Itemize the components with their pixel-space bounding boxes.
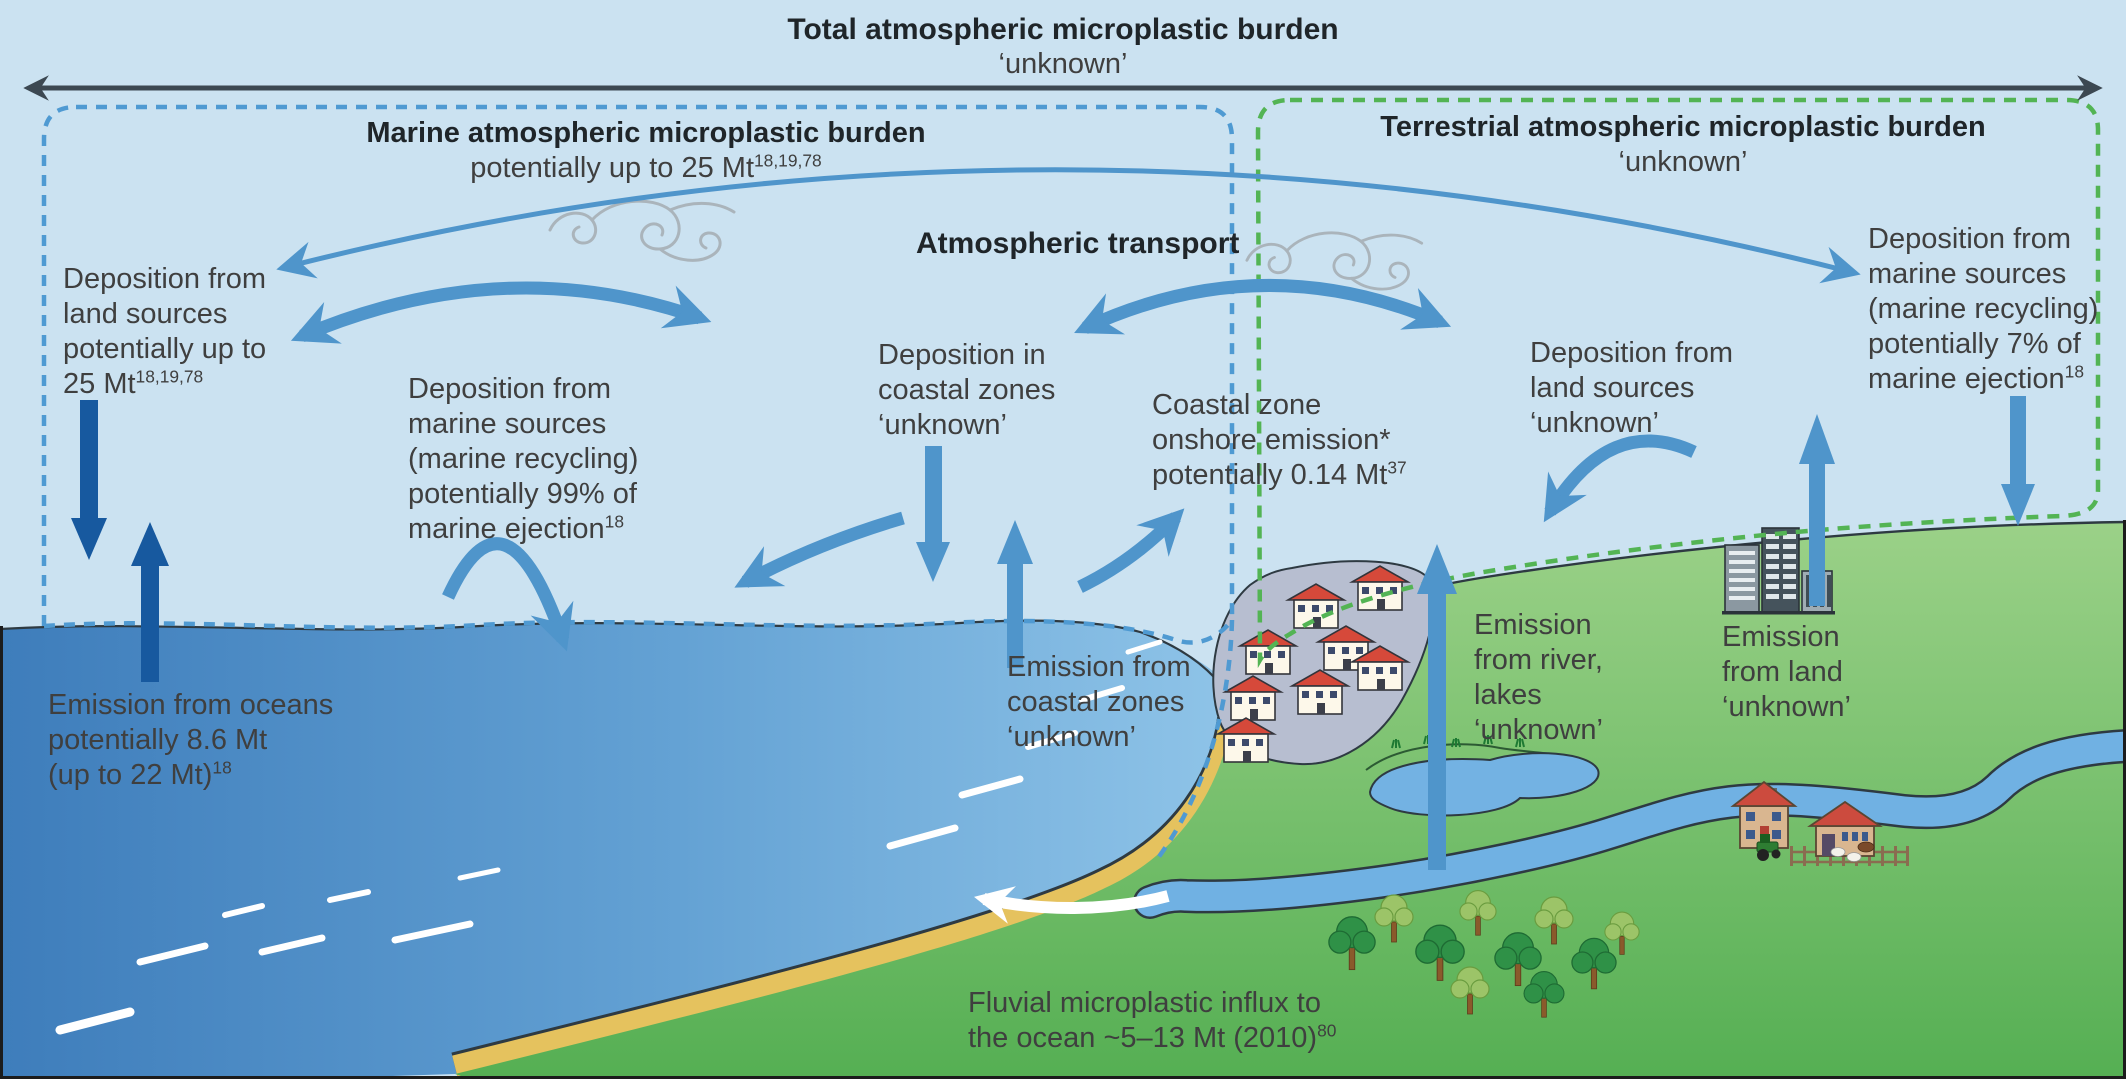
fluvial-influx-arrow xyxy=(974,886,1170,924)
marine-transport-arc-arrow xyxy=(290,281,712,344)
title-line: Total atmospheric microplastic burden xyxy=(787,13,1339,46)
marine-recycling-arc-arrow xyxy=(442,537,574,652)
deposition-land-terrestrial-label: Deposition from land sources ‘unknown’ xyxy=(1530,337,1734,439)
land-emission-arrow xyxy=(1799,414,1835,606)
marine-burden-ref: 18,19,78 xyxy=(754,150,822,171)
onshore-emission-arc-arrow xyxy=(1077,508,1185,593)
wave-streaks-icon xyxy=(55,639,1163,1035)
marine-burden-header: Marine atmospheric microplastic burden p… xyxy=(366,116,925,186)
emission-land-label: Emission from land ‘unknown’ xyxy=(1722,621,1851,723)
lake-icon xyxy=(1365,735,1600,817)
deposition-marine-7-label: Deposition from marine sources (marine r… xyxy=(1868,223,2099,395)
tractor-icon xyxy=(1756,834,1781,861)
atmospheric-transport-arrow xyxy=(276,167,1861,284)
river xyxy=(1133,729,2126,919)
deposition-marine-99-label: Deposition from marine sources (marine r… xyxy=(408,373,639,545)
coastal-terrestrial-transport-arc-arrow xyxy=(1074,279,1452,335)
ocean-emission-arrow xyxy=(131,522,169,682)
terrestrial-burden-header: Terrestrial atmospheric microplastic bur… xyxy=(1380,110,1985,180)
coastal-zone-emission-arrow xyxy=(997,520,1033,668)
emission-river-lakes-label: Emission from river, lakes ‘unknown’ xyxy=(1474,609,1603,746)
figure-border xyxy=(0,520,2126,1079)
river-lakes-emission-arrow xyxy=(1417,544,1457,870)
coastal-onshore-emission-label: Coastal zone onshore emission* potential… xyxy=(1152,389,1407,491)
deposition-coastal-label: Deposition in coastal zones ‘unknown’ xyxy=(878,339,1056,441)
ocean xyxy=(0,620,1236,1079)
atmospheric-transport-label: Atmospheric transport xyxy=(916,227,1240,260)
terrestrial-burden-value: ‘unknown’ xyxy=(1618,146,1748,178)
title-value: ‘unknown’ xyxy=(998,48,1128,80)
grass-icon xyxy=(1391,735,1525,749)
terrestrial-burden-title: Terrestrial atmospheric microplastic bur… xyxy=(1380,111,1986,143)
farm-icon xyxy=(1730,780,1909,866)
terrestrial-boundary-box xyxy=(1255,97,2101,669)
emission-coastal-label: Emission from coastal zones ‘unknown’ xyxy=(1007,651,1191,753)
coastal-deposition-arc-arrow xyxy=(734,511,905,588)
coastal-zone-deposition-arrow xyxy=(916,446,950,582)
deposition-land-marine-label: Deposition from land sources potentially… xyxy=(63,263,267,400)
fluvial-influx-label: Fluvial microplastic influx to the ocean… xyxy=(968,987,1337,1054)
marine-boundary-box xyxy=(41,104,1235,860)
emission-oceans-label: Emission from oceans potentially 8.6 Mt … xyxy=(48,689,334,791)
marine-burden-title: Marine atmospheric microplastic burden xyxy=(366,117,926,149)
marine-burden-value: potentially up to 25 Mt18,19,78 xyxy=(366,151,925,186)
land xyxy=(455,522,2126,1079)
marine-burden-value-text: potentially up to 25 Mt xyxy=(470,152,755,184)
ocean-deposition-arrow xyxy=(71,400,107,560)
livestock-icon xyxy=(1830,841,1875,862)
land-deposition-arc-arrow xyxy=(1543,434,1697,523)
marine-source-deposition-arrow xyxy=(2001,396,2035,526)
figure-title: Total atmospheric microplastic burden ‘u… xyxy=(787,12,1338,82)
